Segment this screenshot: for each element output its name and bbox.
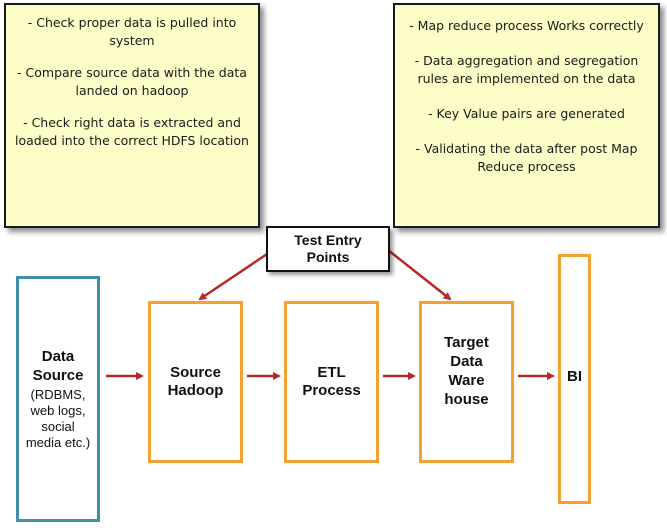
data-source-box: Data Source (RDBMS, web logs, social med… [16,276,100,522]
bi-label: BI [567,367,582,385]
etl-process-box: ETL Process [284,301,379,463]
target-dw-line1: Target [444,334,489,351]
data-source-sub-1: (RDBMS, [30,387,86,402]
data-source-sub-4: media etc.) [25,435,91,450]
data-source-sub-2: web logs, [30,403,86,418]
source-hadoop-box: Source Hadoop [148,301,243,463]
target-data-warehouse-box: Target Data Ware house [419,301,514,463]
arrow-test-entry-to-dw [387,249,452,301]
etl-line2: Process [302,382,361,399]
note-right-item-1: - Map reduce process Works correctly [409,18,644,33]
note-left-item-1: - Check proper data is pulled into syste… [27,15,237,48]
note-left-item-3: - Check right data is extracted and load… [15,115,249,148]
test-entry-line2: Points [306,249,350,265]
note-right-item-3: - Key Value pairs are generated [428,106,625,121]
sticky-note-left: - Check proper data is pulled into syste… [4,3,260,228]
data-source-title-1: Data [41,348,75,365]
etl-line1: ETL [317,364,346,381]
sticky-note-right: - Map reduce process Works correctly - D… [393,3,660,228]
data-source-title-2: Source [32,367,84,384]
bi-box: BI [558,254,591,504]
target-dw-line3: Ware [448,372,485,389]
source-hadoop-line2: Hadoop [167,382,224,399]
note-right-item-4: - Validating the data after post Map Red… [415,141,638,174]
arrow-test-entry-to-hadoop [198,250,271,301]
data-source-sub-3: social [41,419,75,434]
test-entry-points-box: Test Entry Points [266,226,390,272]
note-right-item-2: - Data aggregation and segregation rules… [414,53,639,86]
note-left-item-2: - Compare source data with the data land… [17,65,247,98]
target-dw-line2: Data [450,353,483,370]
source-hadoop-line1: Source [170,364,221,381]
test-entry-line1: Test Entry [294,232,362,248]
target-dw-line4: house [444,391,489,408]
